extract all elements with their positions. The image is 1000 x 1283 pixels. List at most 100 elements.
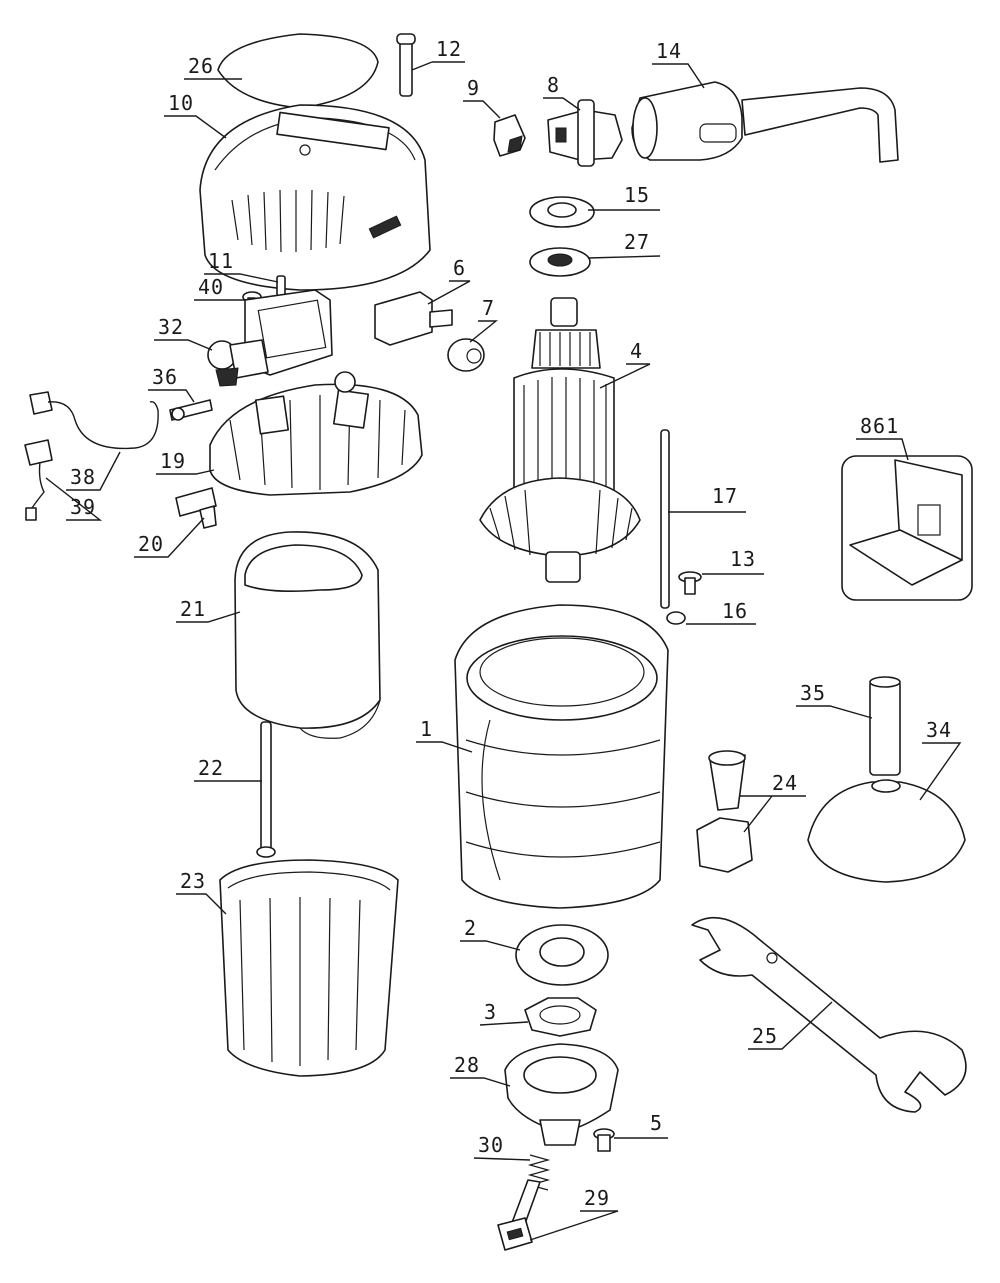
callout-label: 9	[467, 76, 480, 100]
callout-5: 5	[614, 1111, 668, 1139]
callout-30: 30	[473, 1133, 531, 1161]
part-8-cord-plug	[547, 99, 623, 167]
callout-label: 15	[624, 183, 650, 207]
callout-label: 32	[158, 315, 184, 339]
callout-16: 16	[686, 599, 756, 625]
part-11-screw	[276, 275, 286, 297]
callout-label: 5	[650, 1111, 663, 1135]
callout-8: 8	[543, 73, 581, 111]
callout-label: 6	[453, 256, 466, 280]
callout-17: 17	[668, 484, 746, 513]
part-6-brush-holder	[374, 291, 453, 346]
part-861-kit-box	[841, 455, 973, 601]
callout-label: 20	[138, 532, 164, 556]
part-22-long-screw	[256, 721, 276, 858]
part-35-rod	[869, 676, 901, 776]
callout-22: 22	[194, 756, 262, 782]
part-29-spindle-lock	[497, 1179, 541, 1251]
callout-23: 23	[176, 869, 227, 915]
part-39-brush-lead	[24, 439, 53, 521]
callout-29: 29	[529, 1186, 619, 1241]
callout-14: 14	[652, 39, 705, 89]
part-7-brush-cap	[447, 338, 485, 372]
callout-label: 861	[860, 414, 899, 438]
callout-label: 11	[208, 249, 234, 273]
callout-label: 29	[584, 1186, 610, 1210]
callout-label: 27	[624, 230, 650, 254]
callout-label: 23	[180, 869, 206, 893]
callout-label: 28	[454, 1053, 480, 1077]
callout-label: 2	[464, 916, 477, 940]
callout-label: 17	[712, 484, 738, 508]
callout-label: 21	[180, 597, 206, 621]
callout-1: 1	[416, 717, 473, 753]
callout-7: 7	[469, 296, 498, 343]
callout-label: 35	[800, 681, 826, 705]
part-21-field	[234, 531, 381, 739]
callout-label: 30	[478, 1133, 504, 1157]
callout-4: 4	[599, 339, 651, 389]
callout-20: 20	[134, 517, 205, 558]
callout-3: 3	[479, 1000, 529, 1026]
part-38-wire-lead	[29, 391, 159, 450]
callout-11: 11	[204, 249, 279, 283]
callout-label: 36	[152, 365, 178, 389]
part-12-pin	[396, 33, 416, 97]
part-15-bearing	[529, 196, 595, 228]
part-28-bearing-retainer	[504, 1043, 619, 1146]
callout-35: 35	[796, 681, 873, 719]
callout-24: 24	[740, 771, 806, 833]
part-24-collet-nut	[696, 750, 753, 873]
part-17-rod	[660, 429, 670, 609]
callout-12: 12	[411, 37, 465, 71]
callout-9: 9	[463, 76, 501, 119]
callout-label: 40	[198, 275, 224, 299]
callout-label: 25	[752, 1024, 778, 1048]
callout-34: 34	[919, 718, 962, 801]
part-36-lever	[169, 399, 213, 421]
callout-label: 19	[160, 449, 186, 473]
callout-21: 21	[176, 597, 241, 623]
part-13-screw	[678, 571, 702, 595]
part-4-armature	[479, 297, 641, 583]
part-9-clip	[493, 114, 526, 157]
callout-40: 40	[194, 275, 246, 301]
callout-25: 25	[748, 1001, 833, 1050]
callout-27: 27	[587, 230, 661, 259]
callout-2: 2	[460, 916, 521, 951]
callout-19: 19	[156, 449, 215, 475]
callout-39: 39	[45, 477, 103, 521]
part-23-field-housing	[219, 859, 399, 1077]
callout-label: 24	[772, 771, 798, 795]
callout-861: 861	[856, 414, 909, 461]
callout-label: 26	[188, 54, 214, 78]
callout-32: 32	[154, 315, 213, 351]
callout-label: 4	[630, 339, 643, 363]
part-34-cone-base	[807, 779, 966, 883]
callout-38: 38	[66, 451, 121, 491]
callout-label: 12	[436, 37, 462, 61]
part-3-nut	[524, 997, 597, 1037]
callout-label: 1	[420, 717, 433, 741]
callout-label: 7	[482, 296, 495, 320]
callout-label: 8	[547, 73, 560, 97]
part-2-bearing	[515, 924, 609, 986]
part-16-ring-terminal	[666, 611, 686, 625]
callout-label: 14	[656, 39, 682, 63]
callout-label: 10	[168, 91, 194, 115]
part-5-screw	[593, 1128, 615, 1152]
callout-label: 3	[484, 1000, 497, 1024]
callout-label: 38	[70, 465, 96, 489]
part-10-motor-cover	[199, 104, 431, 291]
callout-13: 13	[702, 547, 764, 575]
part-27-washer	[529, 247, 591, 277]
callout-26: 26	[184, 54, 242, 80]
part-1-motor-housing	[454, 604, 669, 909]
callout-15: 15	[588, 183, 660, 211]
part-20-carbon-brush	[175, 487, 217, 529]
part-25-wrench	[691, 917, 967, 1113]
callout-6: 6	[427, 256, 471, 305]
callout-label: 34	[926, 718, 952, 742]
part-19-brush-plate	[209, 371, 423, 496]
